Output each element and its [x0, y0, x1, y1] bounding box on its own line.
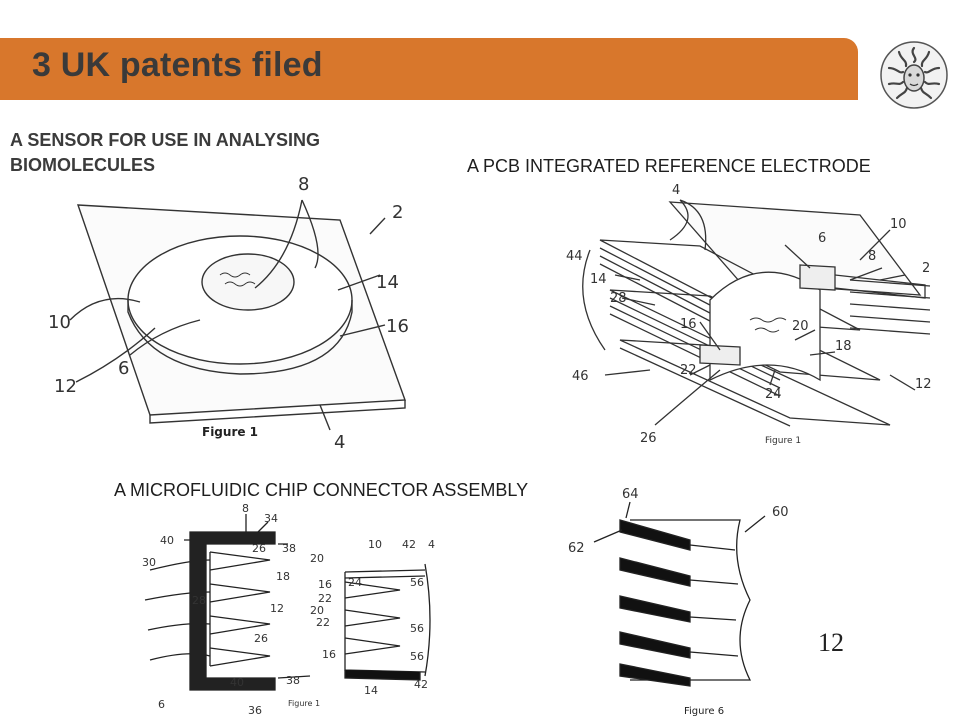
sensor-label-8: 8 [298, 174, 309, 195]
micro-left-label-38: 38 [282, 542, 296, 555]
micro-mid-label-20: 20 [310, 552, 324, 565]
sensor-label-16: 16 [386, 316, 409, 337]
pcb-label-4: 4 [672, 183, 680, 198]
pcb-label-46: 46 [572, 369, 589, 384]
sensor-heading-line1: A SENSOR FOR USE IN ANALYSING [10, 130, 321, 150]
pcb-label-12: 12 [915, 377, 932, 392]
pcb-label-28: 28 [610, 291, 627, 306]
slide-title: 3 UK patents filed [32, 46, 323, 84]
sensor-label-12: 12 [54, 376, 77, 397]
micro-left-label-8: 8 [242, 502, 249, 515]
pcb-label-24: 24 [765, 387, 782, 402]
micro-left-label-18: 18 [276, 570, 290, 583]
microfluidic-heading: A MICROFLUIDIC CHIP CONNECTOR ASSEMBLY [114, 480, 529, 500]
pcb-label-10: 10 [890, 217, 907, 232]
title-bar: 3 UK patents filed [0, 38, 858, 100]
micro-left-label-26b: 26 [254, 632, 268, 645]
micro-left-label-40b: 40 [230, 676, 244, 689]
micro-left-label-26: 26 [252, 542, 266, 555]
micro-mid-label-42b: 42 [414, 678, 428, 691]
pcb-label-2: 2 [922, 261, 930, 276]
sensor-heading: A SENSOR FOR USE IN ANALYSING BIOMOLECUL… [10, 128, 390, 178]
pcb-label-44: 44 [566, 249, 583, 264]
micro-left-label-36: 36 [248, 704, 262, 717]
micro-figure-1: 8 34 40 26 38 18 30 28 12 26 40 38 6 36 … [142, 502, 435, 717]
micro-mid-label-56c: 56 [410, 650, 424, 663]
pcb-figure: 4 10 6 44 14 8 2 28 16 20 18 46 22 24 12… [566, 183, 932, 446]
micro-mid-label-42: 42 [402, 538, 416, 551]
sensor-label-10: 10 [48, 312, 71, 333]
sensor-label-6: 6 [118, 358, 129, 379]
micro-mid-label-22: 22 [318, 592, 332, 605]
micro-mid-label-10: 10 [368, 538, 382, 551]
micro-mid-label-16: 16 [318, 578, 332, 591]
micro-figure-6: 64 60 62 Figure 6 [568, 487, 789, 717]
sensor-label-4: 4 [334, 432, 345, 453]
page-number: 12 [818, 628, 844, 657]
sensor-figure: 8 2 10 14 16 6 12 4 Figure 1 [48, 174, 409, 453]
pcb-label-22: 22 [680, 363, 697, 378]
medusa-head-logo-icon [880, 41, 948, 109]
micro-figure6-caption: Figure 6 [684, 706, 724, 717]
micro-left-label-40: 40 [160, 534, 174, 547]
micro-left-label-30: 30 [142, 556, 156, 569]
pcb-label-8: 8 [868, 249, 876, 264]
sensor-heading-line2: BIOMOLECULES [10, 155, 156, 175]
pcb-label-16: 16 [680, 317, 697, 332]
pcb-label-26: 26 [640, 431, 657, 446]
micro-left-label-28: 28 [192, 594, 206, 607]
micro-mid-label-56b: 56 [410, 622, 424, 635]
micro-left-label-12: 12 [270, 602, 284, 615]
sensor-label-2: 2 [392, 202, 403, 223]
micro-left-label-6: 6 [158, 698, 165, 711]
sensor-figure-caption: Figure 1 [202, 425, 258, 439]
micro-left-label-38b: 38 [286, 674, 300, 687]
pcb-heading: A PCB INTEGRATED REFERENCE ELECTRODE [467, 156, 871, 176]
micro-right-label-64: 64 [622, 487, 639, 502]
micro-right-label-60: 60 [772, 505, 789, 520]
micro-mid-label-14: 14 [364, 684, 378, 697]
micro-mid-label-20b: 20 [310, 604, 324, 617]
pcb-label-18: 18 [835, 339, 852, 354]
micro-figure1-caption: Figure 1 [288, 699, 320, 708]
micro-mid-label-56: 56 [410, 576, 424, 589]
pcb-figure-caption: Figure 1 [765, 436, 801, 446]
micro-mid-label-24: 24 [348, 576, 362, 589]
micro-left-label-34: 34 [264, 512, 278, 525]
micro-mid-label-16b: 16 [322, 648, 336, 661]
pcb-label-14: 14 [590, 272, 607, 287]
pcb-label-20: 20 [792, 319, 809, 334]
micro-right-label-62: 62 [568, 541, 585, 556]
micro-mid-label-4: 4 [428, 538, 435, 551]
pcb-label-6: 6 [818, 231, 826, 246]
sensor-label-14: 14 [376, 272, 399, 293]
micro-mid-label-22b: 22 [316, 616, 330, 629]
